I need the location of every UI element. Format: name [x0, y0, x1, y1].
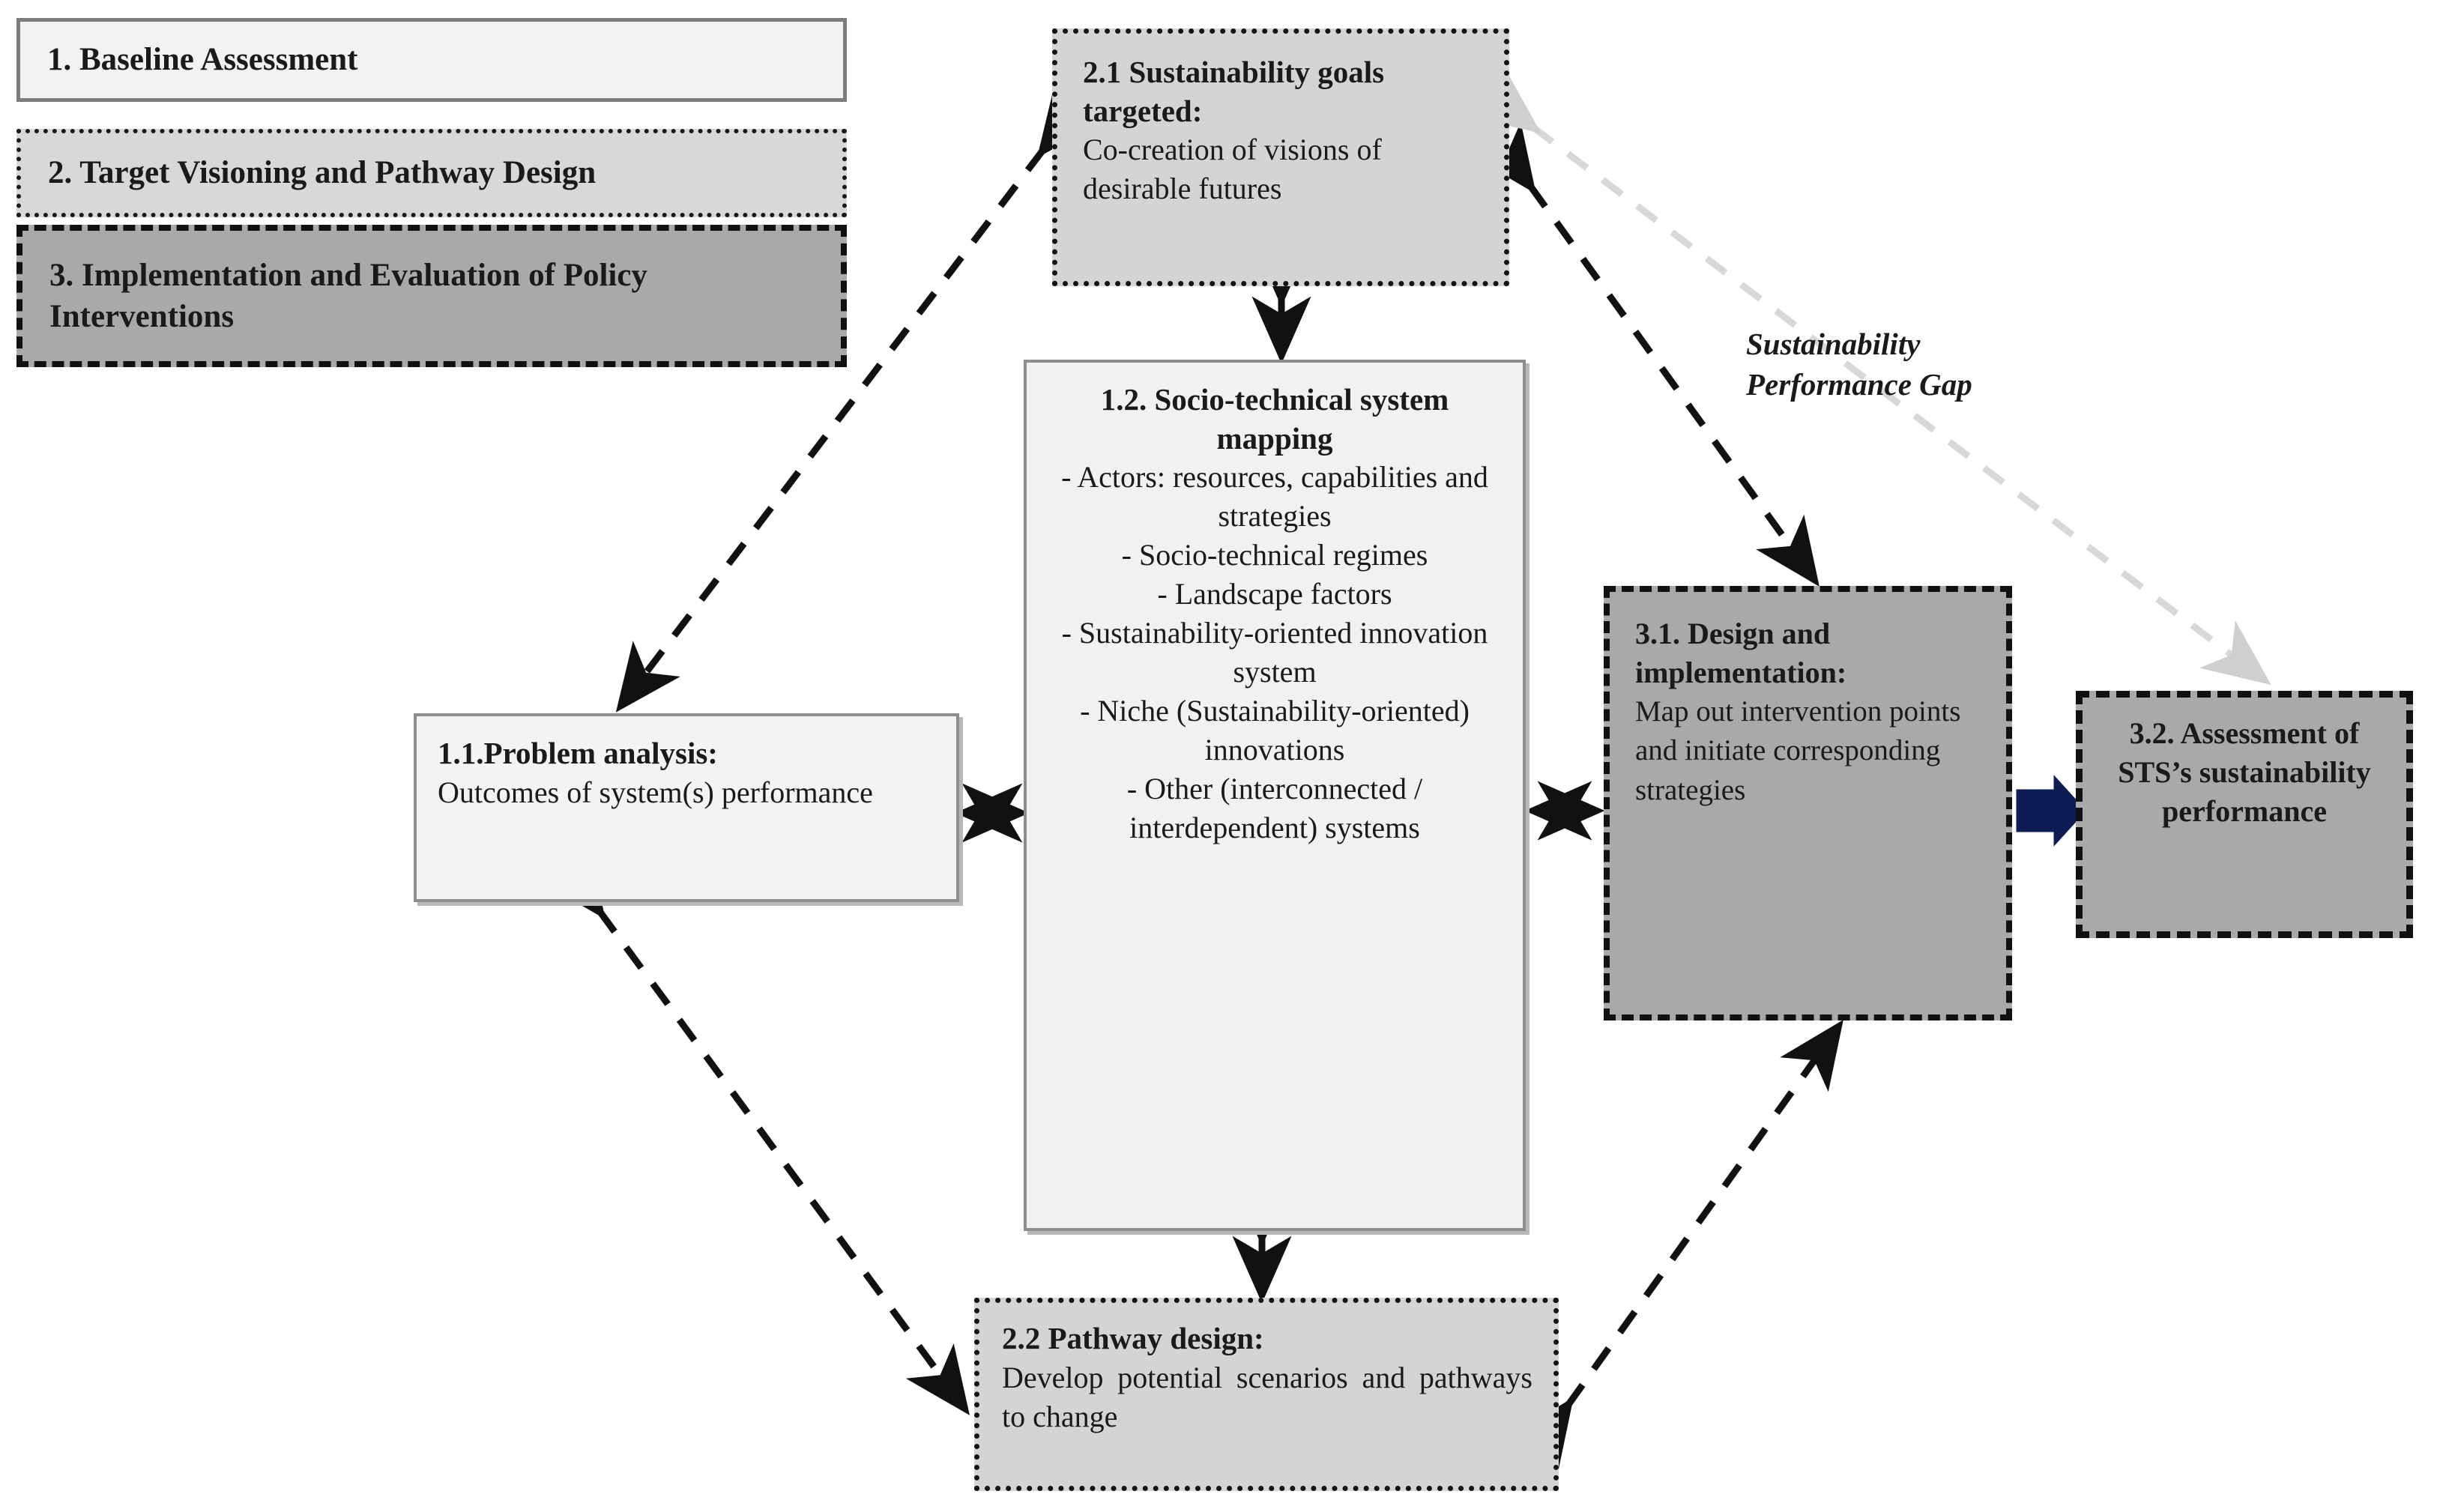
arrow-2-2-to-3-1: [1510, 1020, 1843, 1470]
node-3-1-title: 3.1. Design and implementation:: [1635, 617, 1847, 689]
node-2-2-title: 2.2 Pathway design:: [1002, 1321, 1264, 1355]
node-2-2-pathway-design: 2.2 Pathway design: Develop potential sc…: [974, 1298, 1559, 1491]
node-3-2-assessment: 3.2. Assessment of STS’s sustainability …: [2076, 691, 2413, 938]
node-1-2-bullet-actors: - Actors: resources, capabilities and st…: [1061, 460, 1488, 533]
node-2-1-body: Co-creation of visions of desirable futu…: [1083, 133, 1382, 206]
node-1-2-socio-technical-system-mapping: 1.2. Socio-technical system mapping - Ac…: [1024, 360, 1526, 1231]
node-3-1-body: Map out intervention points and initiate…: [1635, 695, 1961, 806]
legend-item-implementation-evaluation: 3. Implementation and Evaluation of Poli…: [16, 225, 847, 367]
node-2-1-title: 2.1 Sustainability goals targeted:: [1083, 55, 1385, 128]
node-2-1-sustainability-goals: 2.1 Sustainability goals targeted: Co-cr…: [1052, 28, 1509, 286]
node-1-2-bullet-niche: - Niche (Sustainability-oriented) innova…: [1080, 694, 1470, 767]
node-1-1-body: Outcomes of system(s) performance: [438, 775, 873, 809]
gap-label-line-1: Sustainability: [1746, 327, 1921, 361]
node-1-2-title: 1.2. Socio-technical system mapping: [1100, 382, 1449, 456]
arrow-3-1-to-3-2: [2016, 775, 2087, 847]
legend-label-implementation-evaluation: 3. Implementation and Evaluation of Poli…: [49, 257, 647, 334]
legend-label-target-visioning: 2. Target Visioning and Pathway Design: [48, 155, 597, 191]
node-3-2-title: 3.2. Assessment of STS’s sustainability …: [2118, 716, 2371, 828]
legend-item-baseline-assessment: 1. Baseline Assessment: [16, 18, 847, 102]
node-1-1-title: 1.1.Problem analysis:: [438, 736, 718, 770]
node-1-2-bullet-regimes: - Socio-technical regimes: [1121, 538, 1428, 572]
node-1-2-bullet-other: - Other (interconnected / interdependent…: [1126, 772, 1423, 845]
node-3-1-design-implementation: 3.1. Design and implementation: Map out …: [1604, 586, 2012, 1020]
node-1-1-problem-analysis: 1.1.Problem analysis: Outcomes of system…: [414, 713, 959, 902]
legend-item-target-visioning: 2. Target Visioning and Pathway Design: [16, 129, 847, 217]
node-1-2-bullet-landscape: - Landscape factors: [1157, 577, 1392, 611]
arrow-1-1-to-2-2: [541, 847, 970, 1415]
node-2-2-body: Develop potential scenarios and pathways…: [1002, 1360, 1532, 1433]
gap-label-line-2: Performance Gap: [1746, 367, 1972, 402]
node-1-2-bullet-innovation-system: - Sustainability-oriented innovation sys…: [1061, 616, 1488, 689]
legend-label-baseline-assessment: 1. Baseline Assessment: [47, 42, 358, 78]
sustainability-performance-gap-label: Sustainability Performance Gap: [1746, 324, 2098, 405]
